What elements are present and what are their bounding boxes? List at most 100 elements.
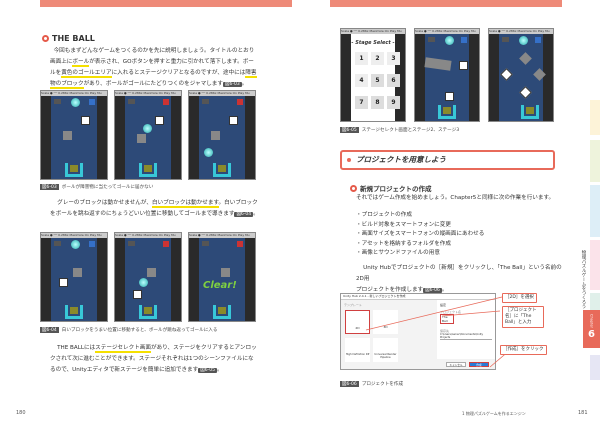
page-number: 181	[578, 410, 588, 416]
white-block	[459, 61, 468, 70]
chapter-6-tab[interactable]: Chapter 6	[583, 310, 600, 348]
chapter-tab[interactable]	[590, 240, 600, 290]
go-button	[163, 99, 169, 105]
left-top-band	[40, 0, 292, 7]
stage-button[interactable]: 1	[355, 52, 368, 65]
text: プロジェクトを作成します	[356, 287, 424, 293]
template-label: Universal Render Pipeline	[374, 353, 397, 359]
settings-label: 設定	[440, 303, 447, 307]
highlight: 白いブロックは動かせます	[151, 200, 219, 208]
list-item: ・画像とサウンドファイルの用意	[356, 250, 440, 256]
game-screenshot: Scale ● ── 0.286x Maximize On Play Mu	[188, 90, 256, 180]
chapter-tab[interactable]	[590, 355, 600, 380]
create-button[interactable]: 作成	[469, 362, 489, 367]
goal	[213, 305, 231, 319]
highlight: ボール	[72, 59, 90, 67]
ball	[445, 36, 454, 45]
figure-label: 図6-06	[340, 381, 359, 387]
game-screenshot: Scale ● ── 0.286x Maximize On Play Mu	[40, 232, 108, 322]
chapter-tab[interactable]	[590, 185, 600, 237]
caption-text: 白いブロックをうまい位置に移動すると、ボールが跳ね返ってゴールに入る	[61, 328, 218, 333]
stage-select-title: - Stage Select -	[351, 40, 395, 46]
stage-button[interactable]: 5	[371, 74, 384, 87]
gray-block	[221, 268, 230, 277]
list-item: ・アセットを格納するフォルダを作成	[356, 240, 451, 247]
stage-button[interactable]: 6	[387, 74, 400, 87]
ball	[519, 36, 528, 45]
goal	[521, 105, 539, 119]
menu-button	[128, 241, 135, 246]
toolbar: Scale ● ── 0.286x Maximize On Play Mu	[189, 91, 255, 96]
toolbar: Scale ● ── 0.286x Maximize On Play Mu	[41, 233, 107, 238]
chapter-tab[interactable]	[590, 140, 600, 182]
goal	[65, 163, 83, 177]
running-title: 1 物理パズルゲームを作るエンジン	[462, 411, 526, 416]
highlight: 物のブロック	[50, 81, 84, 89]
game-screenshot: Scale ● ── 0.286x Maximize On Play Mu	[114, 232, 182, 322]
toolbar: Scale ● ── 0.286x Maximize On Play Mu	[489, 29, 553, 34]
clear-text: Clear!	[203, 280, 237, 291]
text: があり、ステージをクリアするとアンロッ	[150, 345, 257, 351]
section-heading: THE BALL	[42, 34, 95, 43]
stage-button[interactable]: 7	[355, 96, 368, 109]
goal	[65, 305, 83, 319]
chapter-tab[interactable]	[590, 100, 600, 135]
gray-block	[211, 131, 220, 140]
figure-label: 図6-04	[40, 327, 59, 333]
list-item-text: プロジェクトの作成	[361, 212, 412, 218]
go-button	[89, 241, 95, 247]
toolbar: Scale ● ── 0.286x Maximize On Play Mu	[341, 29, 405, 34]
heading-text: THE BALL	[52, 34, 95, 43]
stage-button[interactable]: 4	[355, 74, 368, 87]
subheading: 新規プロジェクトの作成	[350, 183, 432, 193]
white-block	[133, 290, 142, 299]
white-block	[59, 278, 68, 287]
highlight: ステージセレクト画面	[95, 345, 151, 353]
ball	[204, 148, 213, 157]
white-block	[155, 116, 164, 125]
text: るので、Unityエディタで新ステージを簡単に追加できます	[50, 367, 199, 373]
figure-label: 図6-03	[40, 184, 59, 190]
settings-panel: 設定 プロジェクト名 The Ball 保存先 C:\Users\owner\D…	[437, 300, 495, 359]
figure-label: 図6-05	[340, 127, 359, 133]
template-2d[interactable]: 2D	[345, 310, 370, 334]
list-item-text: 画像とサウンドファイルの用意	[361, 250, 440, 256]
callout-select-2d: ［2D］を選択	[502, 293, 537, 303]
project-name-input[interactable]: The Ball	[440, 314, 454, 324]
dialog-title: Unity Hub 2.4.1 - 新しいプロジェクトを作成	[341, 294, 495, 300]
text: グレーのブロックは動かせませんが、	[57, 200, 152, 206]
toolbar: Scale ● ── 0.286x Maximize On Play Mu	[189, 233, 255, 238]
stage-button[interactable]: 9	[387, 96, 400, 109]
text: ルを	[50, 70, 62, 76]
go-button	[535, 37, 541, 43]
stage-button[interactable]: 2	[371, 52, 384, 65]
side-tab-text: 物理パズルゲームをつくろう	[581, 250, 586, 309]
ball	[139, 278, 148, 287]
name-label: プロジェクト名	[440, 310, 462, 314]
chapter-number: 6	[588, 329, 595, 340]
callout-click-create: ［作成］をクリック	[500, 345, 547, 355]
text: 画面上に	[50, 59, 73, 65]
text: 今回もまずどんなゲームをつくるのかを先に説明しましょう。タイトルのとおり	[53, 48, 255, 54]
template-hdrp[interactable]: High Definition RP	[345, 338, 370, 362]
template-3d[interactable]: 3D	[373, 310, 398, 334]
list-item: ・ビルド対象をスマートフォンに変更	[356, 221, 451, 228]
figure-ref: 図6-04	[234, 212, 254, 217]
paragraph: それではゲーム作成を始めましょう。Chapter5と同様に次の作業を行います。	[356, 195, 555, 201]
stage-button[interactable]: 3	[387, 52, 400, 65]
cancel-button[interactable]: キャンセル	[446, 362, 466, 367]
page-number: 180	[16, 410, 26, 416]
paragraph: Unity Hubでプロジェクトの［新規］をクリックし、「The Ball」とい…	[356, 263, 566, 296]
stage-button[interactable]: 8	[371, 96, 384, 109]
location-input[interactable]: C:\Users\owner\Documents\Unity Projects	[440, 333, 492, 340]
text: 。	[441, 287, 448, 293]
template-urp[interactable]: Universal Render Pipeline	[373, 338, 398, 362]
goal	[213, 163, 231, 177]
menu-button	[128, 99, 135, 104]
menu-button	[202, 99, 209, 104]
